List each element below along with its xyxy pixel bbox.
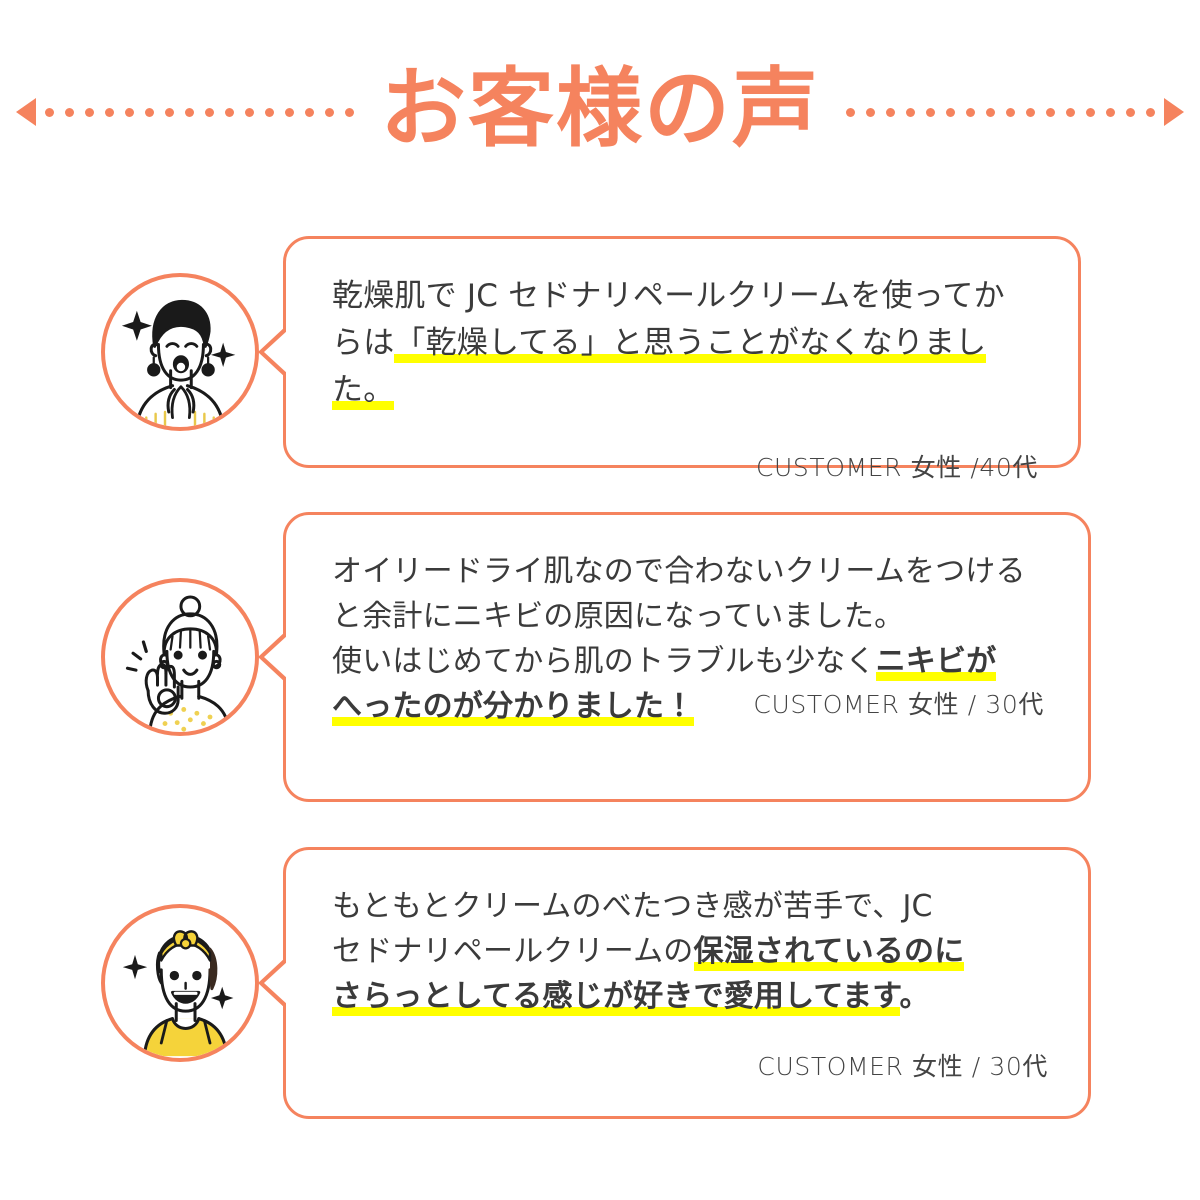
bubble-tail-fill xyxy=(264,960,288,1005)
decoration-dot xyxy=(1126,107,1135,117)
decoration-dot xyxy=(1006,107,1015,117)
decoration-left xyxy=(16,98,354,126)
quote-line: もともとクリームのべたつき感が苦手で、JC xyxy=(332,884,1048,929)
woman-top-bun-ok-gesture-avatar xyxy=(100,578,259,736)
testimonial-quote: 乾燥肌で JC セドナリペールクリームを使ってからは「乾燥してる」と思うことがな… xyxy=(332,273,1038,414)
testimonial-item: もともとクリームのべたつき感が苦手で、JC セドナリペールクリームの保湿されている… xyxy=(0,845,1200,1120)
woman-short-dark-hair-sparkles-avatar xyxy=(100,273,259,431)
quote-text: 。 xyxy=(899,978,930,1014)
avatar-wrap xyxy=(92,578,267,736)
quote-text: 乾燥肌で JC セドナリペールクリームを使ってか xyxy=(332,278,1005,314)
decoration-dot xyxy=(926,107,935,117)
decoration-dot xyxy=(65,107,74,117)
dotted-line-left xyxy=(45,107,354,117)
decoration-dot xyxy=(1086,107,1095,117)
testimonial-attribution: CUSTOMER 女性 / 30代 xyxy=(753,690,1044,719)
testimonial-item: オイリードライ肌なので合わないクリームをつけると余計にニキビの原因になっていまし… xyxy=(0,512,1200,802)
quote-line: らは「乾燥してる」と思うことがなくなりました。 xyxy=(332,320,1038,414)
decoration-dot xyxy=(966,107,975,117)
decoration-dot xyxy=(85,107,94,117)
decoration-dot xyxy=(285,107,294,117)
quote-text: と余計にニキビの原因になっていました。 xyxy=(332,599,905,634)
testimonial-quote: もともとクリームのべたつき感が苦手で、JC セドナリペールクリームの保湿されている… xyxy=(332,884,1048,1019)
quote-highlighted-text: さらっとしてる感じが好きで愛用してます xyxy=(332,978,900,1016)
decoration-dot xyxy=(866,107,875,117)
decoration-dot xyxy=(125,107,134,117)
speech-bubble: 乾燥肌で JC セドナリペールクリームを使ってからは「乾燥してる」と思うことがな… xyxy=(258,236,1081,482)
decoration-dot xyxy=(225,107,234,117)
arrow-right-icon xyxy=(1164,98,1184,126)
bubble-tail-fill xyxy=(264,635,288,679)
dotted-line-right xyxy=(846,107,1155,117)
quote-text: もともとクリームのべたつき感が苦手で、JC xyxy=(332,888,933,924)
quote-text: セドナリペールクリームの xyxy=(332,933,694,969)
decoration-dot xyxy=(906,107,915,117)
decoration-dot xyxy=(946,107,955,117)
quote-line: オイリードライ肌なので合わないクリームをつける xyxy=(332,549,1048,594)
testimonial-attribution: CUSTOMER 女性 / 30代 xyxy=(757,1051,1048,1081)
decoration-dot xyxy=(185,107,194,117)
quote-highlighted-text: 「乾燥してる」と思うことがなくなりました。 xyxy=(332,325,987,411)
speech-bubble: オイリードライ肌なので合わないクリームをつけると余計にニキビの原因になっていまし… xyxy=(258,512,1091,802)
decoration-dot xyxy=(325,107,334,117)
testimonial-item: 乾燥肌で JC セドナリペールクリームを使ってからは「乾燥してる」と思うことがな… xyxy=(0,232,1200,482)
quote-text: オイリードライ肌なので合わないクリームをつける xyxy=(332,554,1026,589)
quote-text: らは xyxy=(332,325,395,362)
decoration-dot xyxy=(1026,107,1035,117)
quote-highlighted-text: ニキビが xyxy=(875,644,997,681)
decoration-dot xyxy=(265,107,274,117)
quote-line: 使いはじめてから肌のトラブルも少なくニキビが xyxy=(332,639,1048,684)
avatar-wrap xyxy=(92,273,267,431)
quote-line: へったのが分かりました！ xyxy=(332,684,1048,729)
decoration-dot xyxy=(105,107,114,117)
quote-line: と余計にニキビの原因になっていました。 xyxy=(332,594,1048,639)
decoration-dot xyxy=(205,107,214,117)
decoration-dot xyxy=(986,107,995,117)
testimonial-attribution: CUSTOMER 女性 /40代 xyxy=(755,453,1038,483)
decoration-dot xyxy=(1106,107,1115,117)
decoration-dot xyxy=(1146,107,1155,117)
page-title: お客様の声 xyxy=(380,59,820,159)
quote-highlighted-text: 保湿されているのに xyxy=(693,933,965,971)
quote-line: セドナリペールクリームの保湿されているのに xyxy=(332,929,1048,974)
quote-line: さらっとしてる感じが好きで愛用してます。 xyxy=(332,974,1048,1019)
bubble-tail-fill xyxy=(264,330,288,374)
quote-line: 乾燥肌で JC セドナリペールクリームを使ってか xyxy=(332,273,1038,320)
decoration-dot xyxy=(345,107,354,117)
quote-highlighted-text: へったのが分かりました！ xyxy=(332,689,695,726)
decoration-dot xyxy=(305,107,314,117)
decoration-dot xyxy=(45,107,54,117)
decoration-dot xyxy=(165,107,174,117)
quote-text: 使いはじめてから肌のトラブルも少なく xyxy=(332,644,876,679)
woman-yellow-headband-tanktop-avatar xyxy=(100,903,259,1062)
decoration-dot xyxy=(1046,107,1055,117)
decoration-right xyxy=(846,98,1184,126)
decoration-dot xyxy=(886,107,895,117)
decoration-dot xyxy=(1066,107,1075,117)
avatar-wrap xyxy=(92,903,267,1062)
decoration-dot xyxy=(245,107,254,117)
page-header: お客様の声 xyxy=(0,52,1200,172)
testimonial-quote: オイリードライ肌なので合わないクリームをつけると余計にニキビの原因になっていまし… xyxy=(332,549,1048,729)
decoration-dot xyxy=(846,107,855,117)
decoration-dot xyxy=(145,107,154,117)
arrow-left-icon xyxy=(16,98,36,126)
speech-bubble: もともとクリームのべたつき感が苦手で、JC セドナリペールクリームの保湿されている… xyxy=(258,846,1091,1119)
